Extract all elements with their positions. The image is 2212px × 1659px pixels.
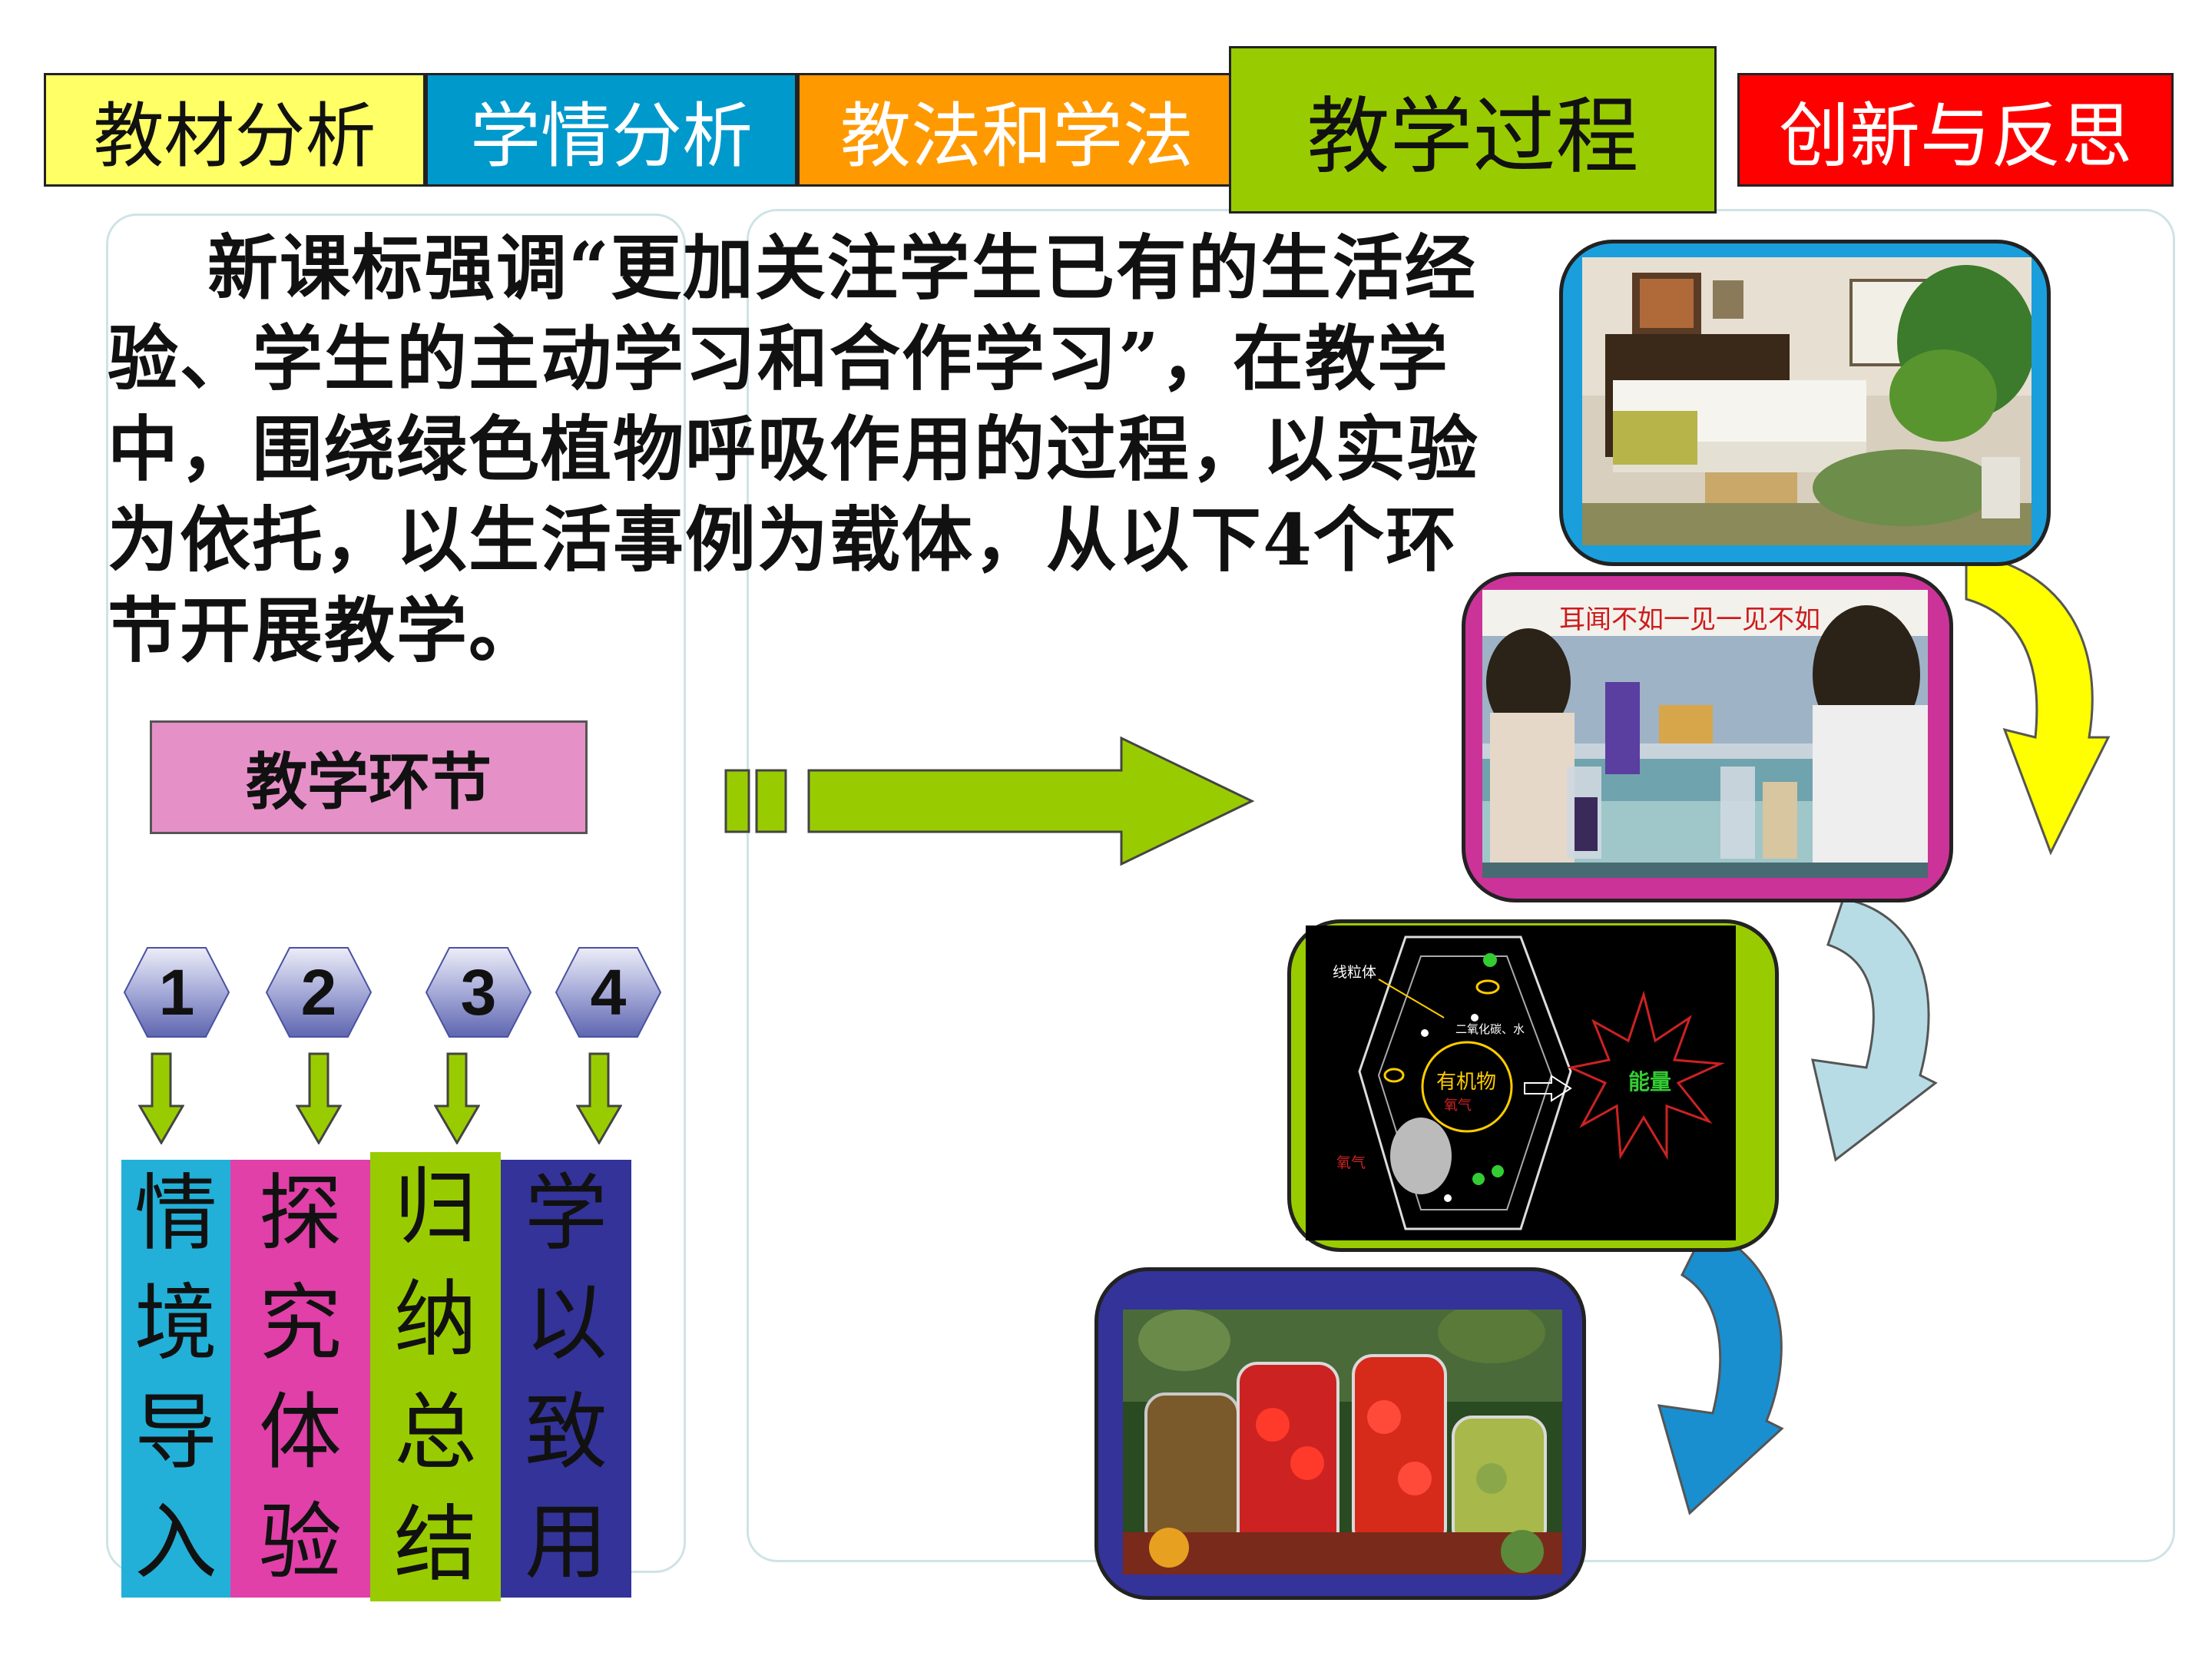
step-number-2: 2	[265, 946, 373, 1038]
curved-arrow-icon	[1965, 551, 2111, 856]
lab-photo: 耳闻不如一见一见不如	[1482, 590, 1928, 878]
arrow-right-icon	[724, 736, 1255, 866]
curved-arrow-icon	[1657, 1227, 1784, 1515]
arrow-down-icon	[434, 1052, 480, 1144]
lab-banner-text: 耳闻不如一见一见不如	[1559, 604, 1820, 635]
svg-text:氧气: 氧气	[1336, 1154, 1366, 1171]
step-number-4: 4	[555, 946, 662, 1038]
tab-learner-analysis[interactable]: 学情分析	[426, 73, 797, 187]
curved-arrow-icon	[1811, 897, 1938, 1162]
pickles-photo	[1123, 1310, 1562, 1575]
arrow-down-icon	[576, 1052, 622, 1144]
svg-text:有机物: 有机物	[1436, 1071, 1496, 1094]
arrow-down-icon	[138, 1052, 184, 1144]
tab-teaching-methods[interactable]: 教法和学法	[797, 73, 1237, 187]
step-column-application: 学 以 致 用	[501, 1160, 631, 1598]
tab-textbook-analysis[interactable]: 教材分析	[44, 73, 426, 187]
step-column-inquiry-experience: 探 究 体 验	[230, 1160, 370, 1598]
svg-text:能量: 能量	[1628, 1069, 1671, 1094]
bedroom-photo	[1582, 257, 2032, 545]
svg-text:氧气: 氧气	[1444, 1098, 1472, 1114]
step-column-situation-intro: 情 境 导 入	[121, 1160, 230, 1598]
svg-text:二氧化碳、水: 二氧化碳、水	[1455, 1022, 1525, 1036]
teaching-stages-title: 教学环节	[150, 720, 588, 834]
step-column-summary: 归 纳 总 结	[370, 1152, 501, 1601]
tab-teaching-process[interactable]: 教学过程	[1229, 46, 1717, 214]
tab-innovation-reflection[interactable]: 创新与反思	[1737, 73, 2174, 187]
intro-paragraph: 新课标强调“更加关注学生已有的生活经验、学生的主动学习和合作学习”，在教学中，围…	[108, 227, 1480, 672]
arrow-down-icon	[296, 1052, 342, 1144]
cell-diagram: 线粒体 二氧化碳、水 有机物 氧气 能量 氧气	[1306, 926, 1736, 1240]
step-number-1: 1	[123, 946, 230, 1038]
svg-text:线粒体: 线粒体	[1333, 964, 1376, 981]
step-number-3: 3	[425, 946, 532, 1038]
